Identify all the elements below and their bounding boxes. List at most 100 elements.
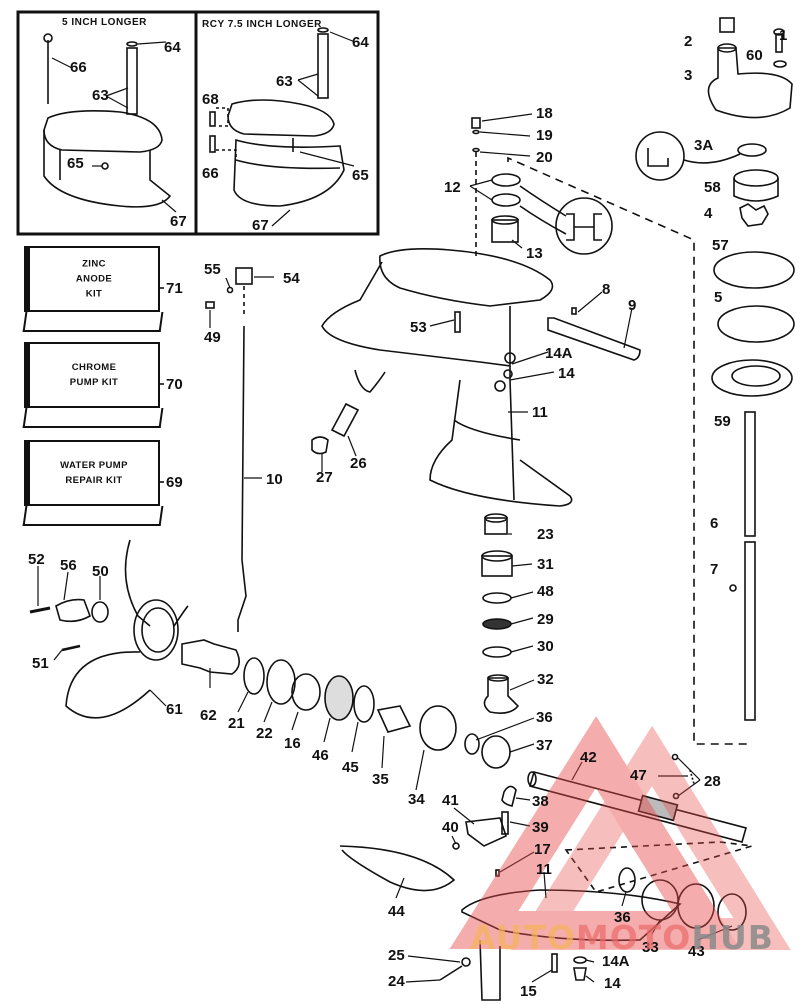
watermark-auto: AUTO (470, 918, 576, 957)
part-label: 13 (526, 245, 543, 262)
part-label: 54 (283, 270, 300, 287)
part-label: 36 (614, 909, 631, 926)
part-label: 7 (710, 561, 719, 578)
part-label: 6 (710, 515, 719, 532)
kit-text: ANODE (75, 273, 113, 285)
part-label: 23 (537, 526, 554, 543)
part-label: 17 (534, 841, 551, 858)
part-label: 63 (276, 73, 293, 90)
part-label: 14A (545, 345, 573, 362)
kit-label: 71 (166, 280, 183, 297)
part-label: 38 (532, 793, 549, 810)
upper-housing (321, 248, 573, 507)
part-label: 30 (537, 638, 554, 655)
part-label: 28 (704, 773, 721, 790)
part-label: 3A (694, 137, 714, 154)
inset-a-housing (43, 33, 172, 208)
part-label: 12 (444, 179, 461, 196)
part-label: 55 (204, 261, 221, 278)
part-label: 32 (537, 671, 554, 688)
part-label: 41 (442, 792, 459, 809)
part-label: 48 (537, 583, 554, 600)
kit-text: KIT (85, 288, 103, 300)
part-label: 37 (536, 737, 553, 754)
part-label: 58 (704, 179, 721, 196)
kit-text: PUMP KIT (69, 377, 119, 388)
part-label: 35 (372, 771, 389, 788)
watermark-moto: MOTO (575, 918, 692, 957)
part-label: 67 (252, 217, 269, 234)
part-label: 66 (202, 165, 219, 182)
kit-text: WATER PUMP (60, 460, 128, 471)
part-label: 64 (164, 39, 181, 56)
watermark-triangle (449, 716, 791, 950)
part-label: 16 (284, 735, 301, 752)
kit-text: CHROME (71, 362, 117, 373)
inset-title-5-inch: 5 INCH LONGER (62, 17, 147, 28)
part-label: 51 (32, 655, 49, 672)
part-label: 53 (410, 319, 427, 336)
part-label: 60 (746, 47, 763, 64)
part-label: 62 (200, 707, 217, 724)
part-label: 2 (684, 33, 693, 50)
part-label: 33 (642, 939, 659, 956)
part-label: 14A (602, 953, 630, 970)
part-label: 19 (536, 127, 553, 144)
inset-frame (16, 10, 380, 236)
part-label: 49 (204, 329, 221, 346)
part-label: 11 (532, 404, 548, 421)
kit-box-chrome-pump: CHROME PUMP KIT (22, 342, 164, 428)
part-label: 46 (312, 747, 329, 764)
part-label: 56 (60, 557, 77, 574)
part-label: 10 (266, 471, 283, 488)
part-label: 39 (532, 819, 549, 836)
part-label: 14 (558, 365, 575, 382)
propeller (65, 539, 189, 719)
part-label: 20 (536, 149, 553, 166)
part-label: 15 (520, 983, 537, 1000)
kit-label: 70 (166, 376, 183, 393)
kit-label: 69 (166, 474, 183, 491)
part-label: 36 (536, 709, 553, 726)
part-label: 65 (67, 155, 84, 172)
watermark-hub: HUB (691, 918, 774, 957)
part-label: 11 (536, 861, 552, 878)
part-label: 31 (537, 556, 554, 573)
part-label: 5 (714, 289, 723, 306)
part-label: 42 (580, 749, 597, 766)
part-label: 61 (166, 701, 183, 718)
propeller-shaft (527, 771, 747, 843)
part-label: 57 (712, 237, 729, 254)
part-label: 59 (714, 413, 731, 430)
inset-b-housing (209, 27, 345, 207)
part-label: 29 (537, 611, 554, 628)
part-label: 63 (92, 87, 109, 104)
part-label: 25 (388, 947, 405, 964)
part-label: 4 (704, 205, 713, 222)
part-label: 67 (170, 213, 187, 230)
part-label: 9 (628, 297, 637, 314)
part-label: 8 (602, 281, 611, 298)
part-label: 26 (350, 455, 367, 472)
watermark-logo: AUTOMOTOHUB (470, 918, 774, 957)
part-label: 43 (688, 943, 705, 960)
part-label: 18 (536, 105, 553, 122)
part-label: 44 (388, 903, 405, 920)
kit-text: ZINC (82, 258, 106, 270)
part-label: 65 (352, 167, 369, 184)
part-label: 22 (256, 725, 273, 742)
part-label: 64 (352, 34, 369, 51)
part-label: 52 (28, 551, 45, 568)
part-label: 50 (92, 563, 109, 580)
water-pump-parts (635, 17, 795, 397)
part-label: 1 (779, 27, 788, 44)
part-label: 40 (442, 819, 459, 836)
part-label: 34 (408, 791, 425, 808)
part-label: 24 (388, 973, 405, 990)
part-label: 68 (202, 91, 219, 108)
kit-box-zinc-anode: ZINC ANODE KIT (22, 246, 164, 332)
inset-title-7-5-inch: RCY 7.5 INCH LONGER (202, 19, 322, 30)
